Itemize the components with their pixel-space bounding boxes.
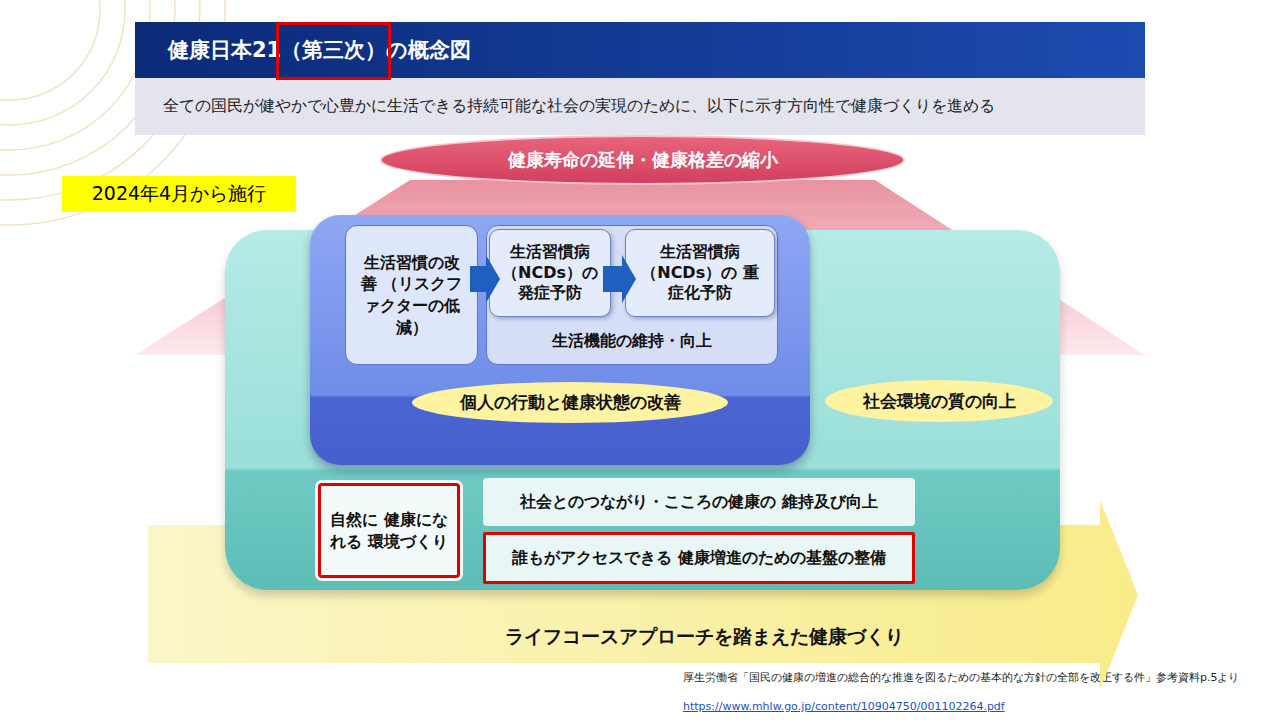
lifestyle-box: 生活習慣の改善 （リスクファクターの低減） bbox=[345, 225, 478, 365]
node-text: 社会環境の質の向上 bbox=[825, 380, 1053, 422]
node-text: ライフコースアプローチを踏まえた健康づくり bbox=[228, 624, 1180, 650]
node-text: 生活習慣病 （NCDs）の 重症化予防 bbox=[638, 242, 762, 304]
access-base-box: 誰もがアクセスできる 健康増進のための基盤の整備 bbox=[483, 532, 915, 584]
source-url: https://www.mhlw.go.jp/content/10904750/… bbox=[683, 700, 1005, 713]
individual-platform: 個人の行動と健康状態の改善生活習慣の改善 （リスクファクターの低減）生活機能の維… bbox=[310, 215, 810, 465]
flow-arrow bbox=[603, 255, 636, 303]
node-text: 個人の行動と健康状態の改善 bbox=[412, 382, 728, 423]
onset-prevention-box: 生活習慣病 （NCDs）の 発症予防 bbox=[489, 229, 611, 317]
function-box: 生活機能の維持・向上 生活習慣病 （NCDs）の 発症予防生活習慣病 （NCDs）… bbox=[486, 225, 778, 365]
highlight-frame bbox=[276, 22, 391, 80]
natural-health-box: 自然に 健康になれる 環境づくり bbox=[318, 483, 460, 578]
node-text: 自然に 健康になれる 環境づくり bbox=[329, 509, 449, 552]
node-text: 社会とのつながり・こころの健康の 維持及び向上 bbox=[520, 492, 878, 513]
node-text: 生活習慣病 （NCDs）の 発症予防 bbox=[498, 242, 602, 304]
node-text: 生活習慣の改善 （リスクファクターの低減） bbox=[356, 252, 467, 338]
node-text: 誰もがアクセスできる 健康増進のための基盤の整備 bbox=[512, 548, 886, 569]
date-badge: 2024年4月から施行 bbox=[62, 176, 296, 212]
goal-ellipse: 健康寿命の延伸・健康格差の縮小 bbox=[380, 135, 905, 185]
node-text: 健康寿命の延伸・健康格差の縮小 bbox=[508, 148, 778, 172]
flow-arrow bbox=[470, 255, 500, 303]
subtitle-text: 全ての国民が健やかで心豊かに生活できる持続可能な社会の実現のために、以下に示す方… bbox=[163, 96, 995, 117]
title-text: 健康日本21（第三次）の概念図 bbox=[168, 36, 471, 64]
node-text: 生活機能の維持・向上 bbox=[487, 331, 777, 352]
social-connection-box: 社会とのつながり・こころの健康の 維持及び向上 bbox=[483, 478, 915, 526]
severity-prevention-box: 生活習慣病 （NCDs）の 重症化予防 bbox=[625, 229, 775, 317]
social-environment-platform: 社会環境の質の向上 個人の行動と健康状態の改善 生活習慣の改善 （リスクファクターの… bbox=[225, 230, 1060, 590]
source-caption: 厚生労働省「国民の健康の増進の総合的な推進を図るための基本的な方針の全部を改正す… bbox=[683, 671, 1258, 684]
